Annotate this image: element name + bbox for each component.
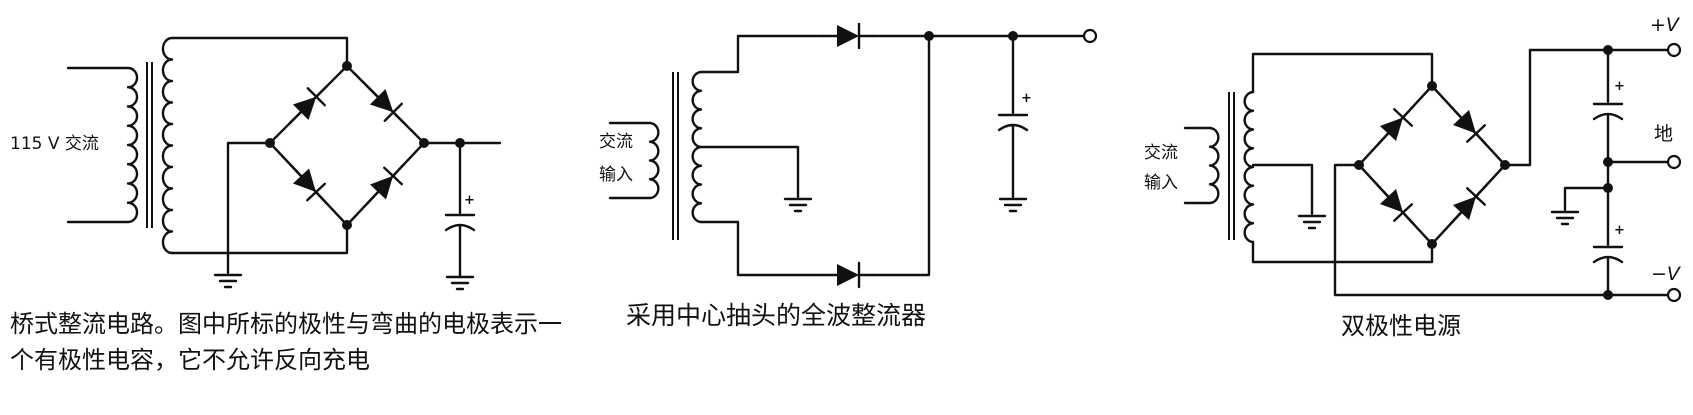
dual-supply-diagram: 交流 输入 +V −V + [1144, 14, 1682, 303]
bridge-diode-lower-right [1430, 163, 1507, 246]
bridge-rectifier-caption: 桥式整流电路。图中所标的极性与弯曲的电极表示一个有极性电容，它不允许反向充电 [10, 310, 562, 374]
secondary-winding [161, 36, 174, 255]
secondary-winding [691, 70, 703, 224]
bridge-rectifier-diagram: 115 V 交流 + [10, 36, 502, 291]
bottom-diode [820, 261, 876, 289]
output-terminal [1082, 28, 1098, 44]
ground-icon [445, 275, 475, 291]
cap-polarity-mark: + [464, 193, 475, 208]
input-label-line1: 交流 [599, 132, 633, 152]
bridge-diode-upper-right [1430, 84, 1507, 167]
neg-rail-terminal [1666, 287, 1682, 303]
cap-polarity-mark: + [1021, 91, 1032, 106]
neg-rail-label: −V [1651, 263, 1682, 285]
ground-icon [783, 197, 813, 213]
bridge-diode-upper-right [345, 64, 426, 145]
center-tap-caption: 采用中心抽头的全波整流器 [626, 301, 927, 330]
bridge-diode-lower-left [1357, 163, 1434, 246]
dual-supply-caption: 双极性电源 [1341, 312, 1461, 340]
secondary-winding [1243, 90, 1255, 244]
input-label-line1: 交流 [1144, 143, 1178, 163]
bridge-diode-upper-left [1357, 84, 1434, 167]
pos-rail-terminal [1666, 42, 1682, 58]
primary-winding [648, 121, 660, 200]
ground-icon [1550, 210, 1580, 226]
input-label-line2: 输入 [599, 165, 633, 185]
ground-icon [1297, 214, 1327, 230]
input-label-line2: 输入 [1144, 173, 1178, 193]
ground-terminal-label: 地 [1654, 123, 1673, 145]
bridge-diode-upper-left [268, 64, 349, 145]
cap-polarity-mark: + [1614, 79, 1625, 94]
top-diode [820, 22, 876, 50]
cap-polarity-mark: + [1614, 223, 1625, 238]
primary-winding [126, 66, 139, 224]
bridge-diode-lower-left [268, 141, 349, 227]
center-tap-rectifier-diagram: 交流 输入 + [599, 22, 1098, 289]
ground-icon [213, 273, 243, 289]
ground-icon [998, 197, 1028, 213]
input-label: 115 V 交流 [10, 134, 99, 154]
primary-winding [1208, 126, 1220, 205]
bridge-diode-lower-right [345, 141, 426, 227]
ground-terminal [1666, 154, 1682, 170]
pos-rail-label: +V [1650, 14, 1681, 36]
